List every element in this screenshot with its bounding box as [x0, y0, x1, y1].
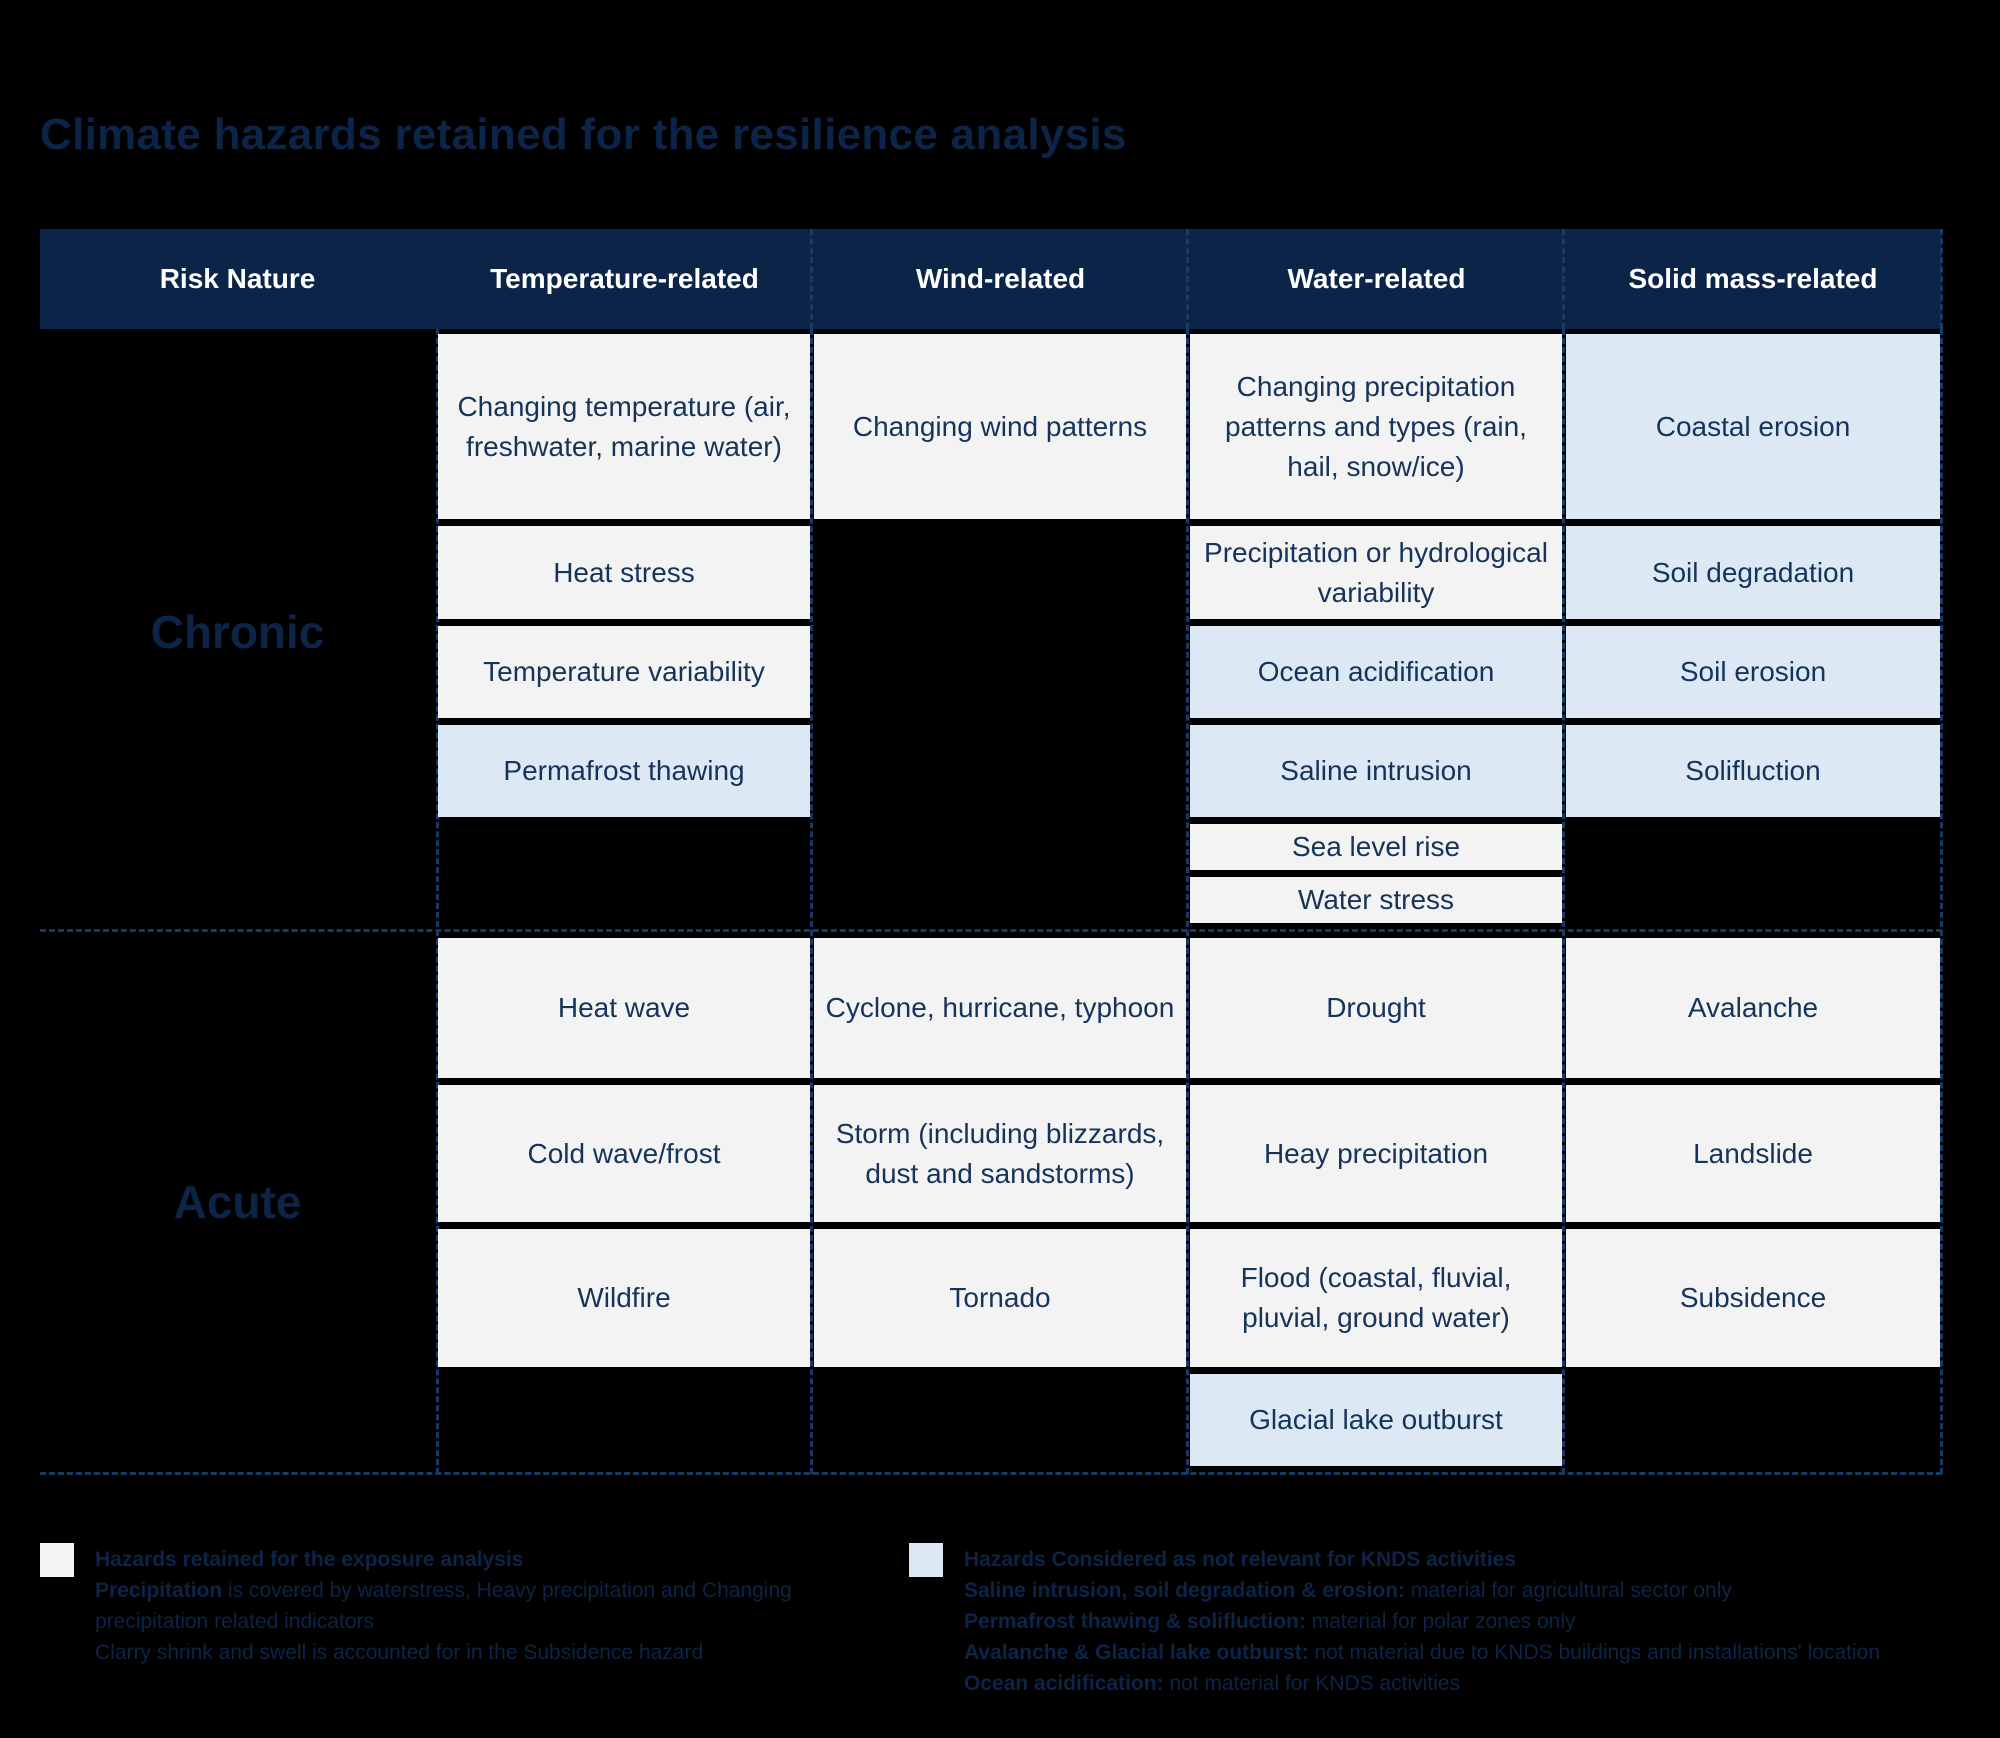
header-divider — [1186, 229, 1189, 329]
hazard-wildfire: Wildfire — [438, 1229, 810, 1367]
legend-not-relevant-line: Avalanche & Glacial lake outburst: not m… — [964, 1637, 1984, 1668]
hazard-coastal-erosion: Coastal erosion — [1566, 334, 1940, 519]
hazard-heat-wave: Heat wave — [438, 938, 810, 1078]
header-solid-mass: Solid mass-related — [1628, 263, 1878, 294]
hazard-soil-degradation: Soil degradation — [1566, 526, 1940, 619]
legend-retained: Hazards retained for the exposure analys… — [95, 1544, 895, 1668]
group-divider — [40, 929, 1942, 932]
legend-not-relevant-title: Hazards Considered as not relevant for K… — [964, 1548, 1516, 1571]
table-header — [40, 229, 1942, 329]
legend-not-relevant-line: Ocean acidification: not material for KN… — [964, 1668, 1984, 1699]
hazard-subsidence: Subsidence — [1566, 1229, 1940, 1367]
header-divider — [1562, 229, 1565, 329]
column-divider — [810, 329, 813, 1474]
hazard-saline-intrusion: Saline intrusion — [1190, 725, 1562, 817]
hazard-avalanche: Avalanche — [1566, 938, 1940, 1078]
legend-not-relevant-line: Permafrost thawing & solifluction: mater… — [964, 1606, 1984, 1637]
hazard-solifluction: Solifluction — [1566, 725, 1940, 817]
header-water: Water-related — [1287, 263, 1466, 294]
legend-keyword: Ocean acidification: — [964, 1672, 1164, 1695]
hazard-cyclone: Cyclone, hurricane, typhoon — [814, 938, 1186, 1078]
legend-not-relevant-line: Saline intrusion, soil degradation & ero… — [964, 1575, 1984, 1606]
page-title: Climate hazards retained for the resilie… — [40, 110, 1127, 159]
group-chronic: Chronic — [150, 605, 325, 658]
hazard-flood: Flood (coastal, fluvial, pluvial, ground… — [1190, 1229, 1562, 1367]
hazard-water-stress: Water stress — [1190, 877, 1562, 923]
legend-text: not material due to KNDS buildings and i… — [1308, 1641, 1881, 1664]
hazard-precipitation-variability: Precipitation or hydrological variabilit… — [1190, 526, 1562, 619]
hazard-storm: Storm (including blizzards, dust and san… — [814, 1085, 1186, 1222]
legend-retained-text: is covered by waterstress, Heavy precipi… — [222, 1579, 792, 1602]
legend-keyword: Saline intrusion, soil degradation & ero… — [964, 1579, 1406, 1602]
legend-retained-title: Hazards retained for the exposure analys… — [95, 1548, 524, 1571]
hazard-drought: Drought — [1190, 938, 1562, 1078]
header-risk-nature: Risk Nature — [159, 263, 316, 294]
legend-swatch-retained — [40, 1543, 74, 1577]
hazard-soil-erosion: Soil erosion — [1566, 626, 1940, 718]
legend-retained-line: Precipitation is covered by waterstress,… — [95, 1575, 895, 1606]
column-divider — [1940, 329, 1943, 1474]
hazard-permafrost-thawing: Permafrost thawing — [438, 725, 810, 817]
hazard-sea-level-rise: Sea level rise — [1190, 824, 1562, 870]
legend-retained-keyword: Precipitation — [95, 1579, 223, 1602]
legend-keyword: Permafrost thawing & solifluction: — [964, 1610, 1306, 1633]
legend-retained-line: precipitation related indicators — [95, 1610, 374, 1633]
column-divider — [1186, 329, 1189, 1474]
column-divider — [436, 329, 439, 1474]
legend-text: material for agricultural sector only — [1405, 1579, 1732, 1602]
legend-keyword: Avalanche & Glacial lake outburst: — [964, 1641, 1309, 1664]
header-wind: Wind-related — [915, 263, 1086, 294]
hazard-changing-temperature: Changing temperature (air, freshwater, m… — [438, 334, 810, 519]
hazard-tornado: Tornado — [814, 1229, 1186, 1367]
header-divider — [810, 229, 813, 329]
header-temperature: Temperature-related — [490, 263, 759, 294]
legend-retained-line: Clarry shrink and swell is accounted for… — [95, 1641, 704, 1664]
legend-text: not material for KNDS activities — [1163, 1672, 1460, 1695]
legend-text: material for polar zones only — [1305, 1610, 1576, 1633]
hazard-cold-wave: Cold wave/frost — [438, 1085, 810, 1222]
table-bottom-border — [40, 1472, 1942, 1475]
hazard-changing-precipitation: Changing precipitation patterns and type… — [1190, 334, 1562, 519]
header-divider — [1940, 229, 1943, 329]
hazard-heat-stress: Heat stress — [438, 526, 810, 619]
hazard-glacial-lake-outburst: Glacial lake outburst — [1190, 1374, 1562, 1466]
group-acute: Acute — [173, 1176, 302, 1228]
hazard-changing-wind-patterns: Changing wind patterns — [814, 334, 1186, 519]
hazard-heavy-precipitation: Heay precipitation — [1190, 1085, 1562, 1222]
hazard-temperature-variability: Temperature variability — [438, 626, 810, 718]
hazard-landslide: Landslide — [1566, 1085, 1940, 1222]
hazard-ocean-acidification: Ocean acidification — [1190, 626, 1562, 718]
legend-swatch-not-relevant — [909, 1543, 943, 1577]
column-divider — [1562, 329, 1565, 1474]
legend-not-relevant: Hazards Considered as not relevant for K… — [964, 1544, 1984, 1699]
